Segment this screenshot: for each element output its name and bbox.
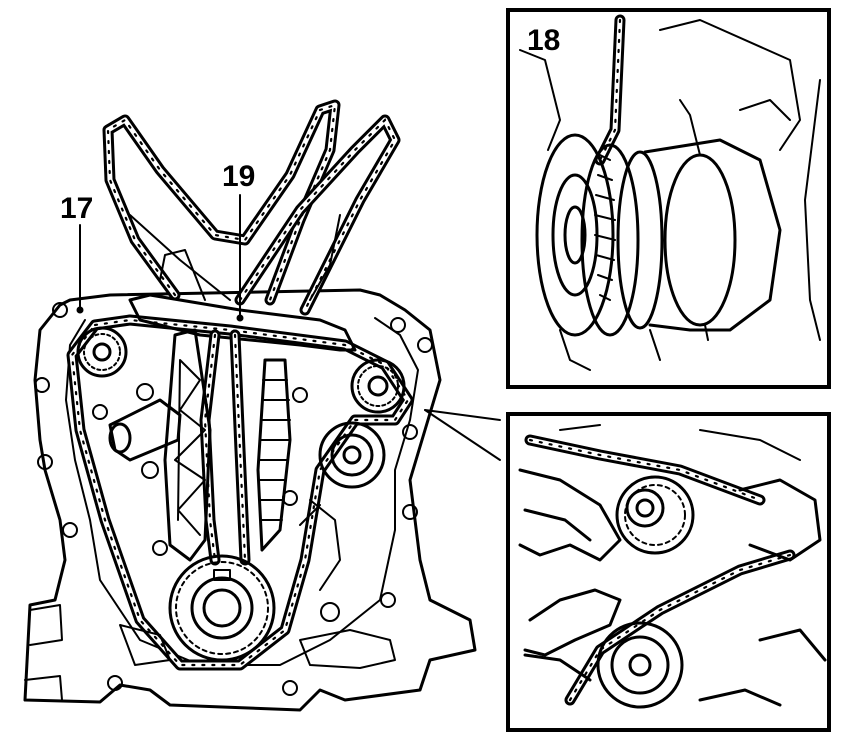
callout-18: 18 xyxy=(527,24,560,57)
lower-housing-detail xyxy=(24,604,396,701)
right-upper-sprocket xyxy=(350,358,406,414)
upper-cam-chains xyxy=(102,99,401,316)
inset-detail-illustration xyxy=(518,424,827,709)
upper-chain-guide-19 xyxy=(128,293,357,352)
zoom-line-lower xyxy=(424,409,501,421)
inset-18-panel: 18 xyxy=(506,8,831,389)
engine-front-view: 17 19 xyxy=(23,99,501,712)
engine-block-outline xyxy=(23,288,477,712)
block-bolts xyxy=(34,302,433,696)
idler-pulley xyxy=(318,421,386,489)
callout-17: 17 xyxy=(60,192,93,225)
tensioner-rail-truss xyxy=(174,359,206,536)
intermediate-sprocket xyxy=(76,326,128,378)
engine-block-inner xyxy=(65,317,419,666)
chain-tensioner xyxy=(92,383,182,462)
timing-chain-17 xyxy=(66,314,414,671)
inset-detail-panel xyxy=(506,412,831,732)
crankshaft-sprocket xyxy=(168,554,276,662)
inset-18-illustration xyxy=(519,14,821,371)
tensioner-rail xyxy=(163,328,212,562)
zoom-line-upper xyxy=(424,409,501,461)
center-fixed-guide xyxy=(256,358,292,552)
callout-19: 19 xyxy=(222,160,255,193)
inner-chain-rail xyxy=(199,329,251,566)
